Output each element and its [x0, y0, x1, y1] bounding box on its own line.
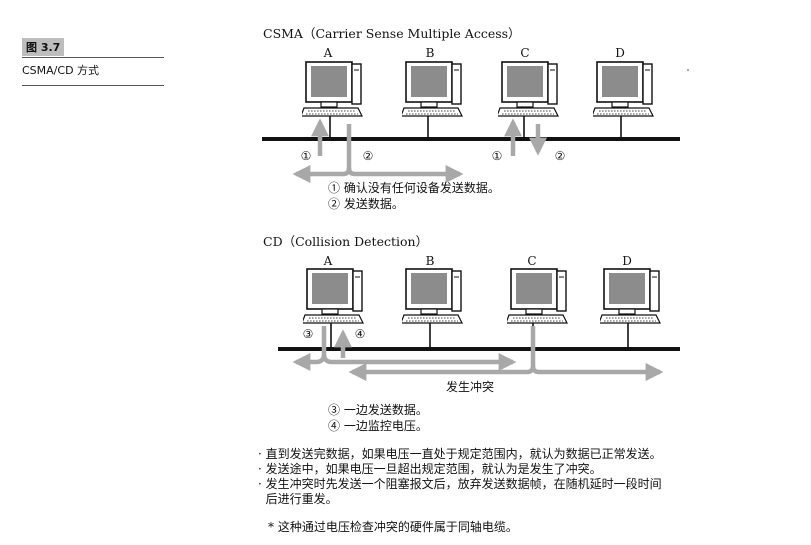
a-send-right-arrow: [346, 165, 464, 183]
cd-step-4: ④ 一边监控电压。: [328, 419, 428, 433]
a-step4-marker: ④: [355, 327, 366, 341]
csma-node-label-c: C: [520, 46, 529, 60]
csma-step-1: ① 确认没有任何设备发送数据。: [328, 180, 500, 195]
cd-node-label-d: D: [622, 254, 632, 268]
c-step1-marker: ①: [492, 149, 503, 163]
computer-a-icon: [302, 61, 363, 117]
cd-node-label-b: B: [426, 254, 435, 268]
csma-node-label-d: D: [615, 46, 625, 60]
csma-arrows: [292, 118, 547, 183]
a-send-right-arrow-cd: [321, 353, 517, 371]
figure-label: 图 3.7 CSMA/CD 方式: [22, 36, 164, 86]
a-step2-marker: ②: [363, 149, 374, 163]
a-step3-marker: ③: [303, 327, 314, 341]
note-line-1: · 直到发送完数据，如果电压一直处于规定范围内，就认为数据已正常发送。: [258, 447, 662, 461]
csma-step-2: ② 发送数据。: [328, 196, 404, 211]
cd-title: CD（Collision Detection）: [263, 234, 428, 249]
cd-computer-b-icon: [402, 268, 463, 324]
csma-node-label-b: B: [426, 46, 435, 60]
figure-rule-bottom: [22, 85, 164, 86]
computer-c-icon: [498, 61, 559, 117]
cd-step-3: ③ 一边发送数据。: [328, 402, 428, 417]
speck-dot: [687, 69, 689, 71]
note-line-2: · 发送途中，如果电压一旦超出规定范围，就认为是发生了冲突。: [258, 462, 602, 476]
figure-rule-top: [22, 57, 164, 58]
cd-node-label-c: C: [527, 254, 536, 268]
note-line-3: · 发生冲突时先发送一个阻塞报文后，放弃发送数据帧，在随机延时一段时间: [258, 477, 662, 491]
c-send-right-arrow: [530, 363, 664, 381]
figure-number: 图 3.7: [22, 38, 65, 56]
cd-computer-d-icon: [600, 268, 661, 324]
note-line-4: 后进行重发。: [258, 492, 338, 506]
cd-node-label-a: A: [323, 254, 333, 268]
collision-label: 发生冲突: [446, 379, 494, 394]
csma-title: CSMA（Carrier Sense Multiple Access）: [263, 26, 521, 41]
computer-b-icon: [402, 61, 463, 117]
csma-node-label-a: A: [323, 46, 333, 60]
c-step2-marker: ②: [555, 149, 566, 163]
footnote: * 这种通过电压检查冲突的硬件属于同轴电缆。: [268, 520, 518, 534]
explanation-notes: · 直到发送完数据，如果电压一直处于规定范围内，就认为数据已正常发送。 · 发送…: [258, 447, 778, 507]
cd-drop-cables: [330, 323, 629, 349]
figure-caption: CSMA/CD 方式: [22, 64, 100, 77]
computer-d-icon: [593, 61, 654, 117]
cd-arrows: [292, 326, 664, 381]
cd-computer-a-icon: [303, 268, 364, 324]
a-step1-marker: ①: [301, 149, 312, 163]
cd-computer-c-icon: [507, 268, 568, 324]
csma-drop-cables: [329, 116, 622, 139]
